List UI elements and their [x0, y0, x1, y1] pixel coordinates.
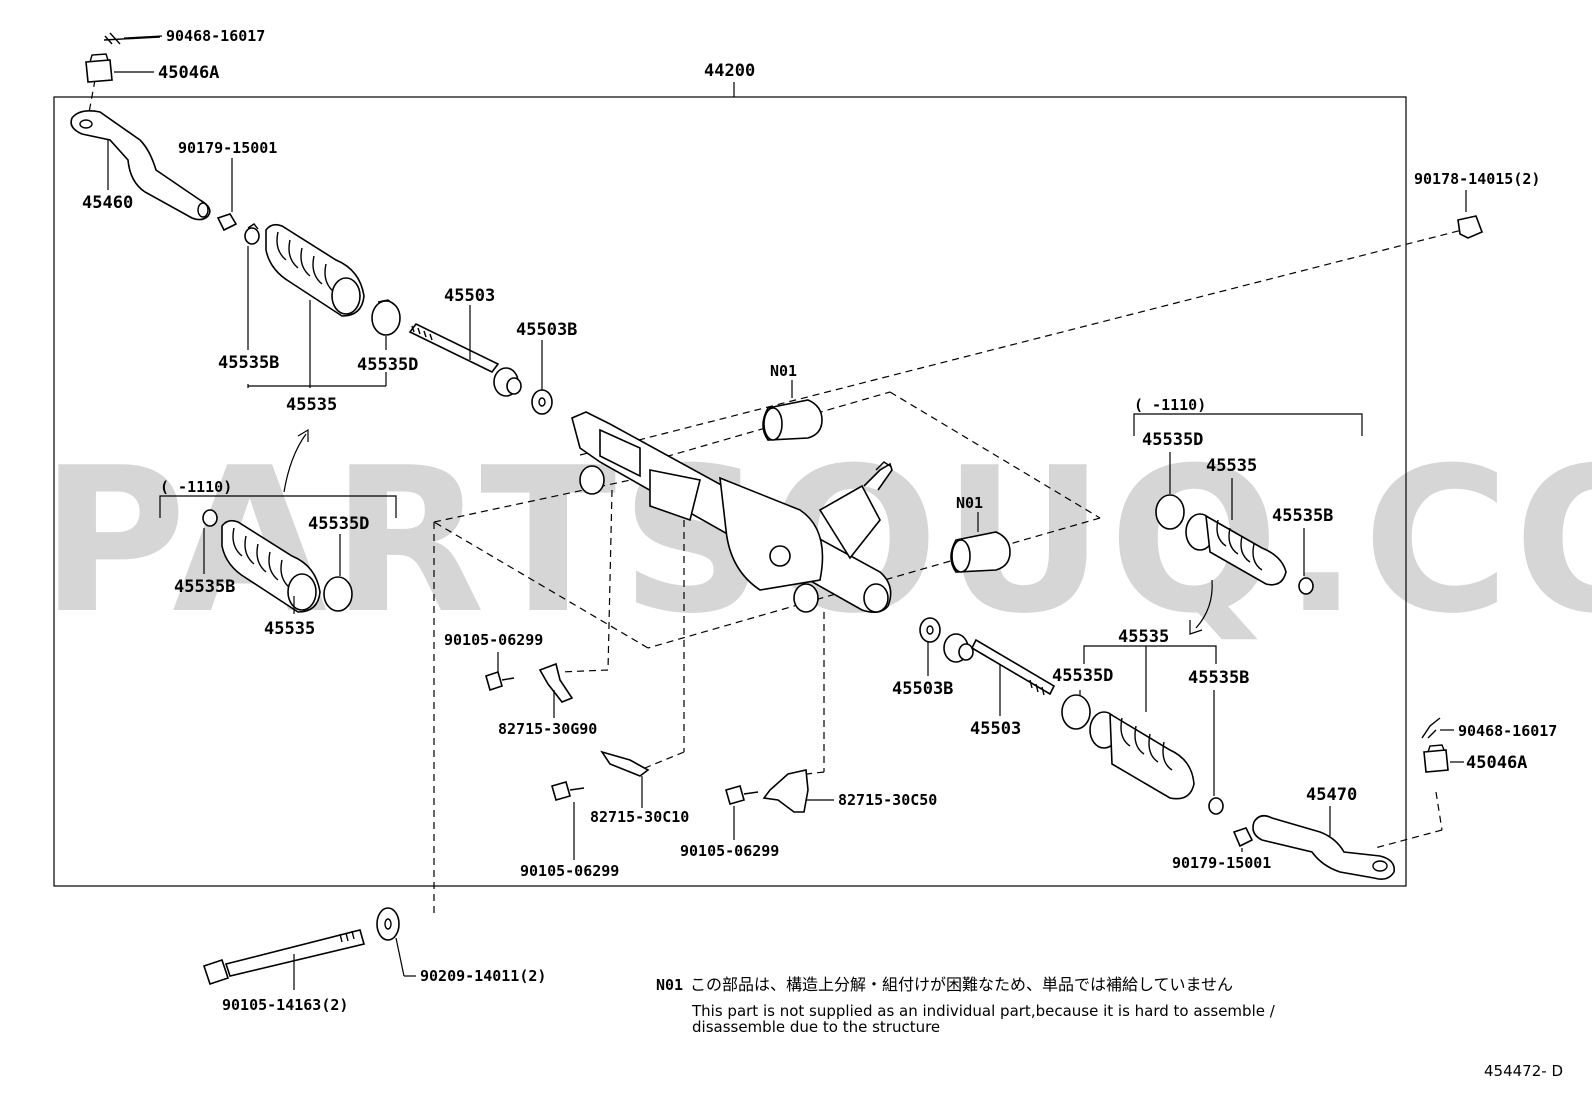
label-45535-top[interactable]: 45535 — [286, 395, 337, 415]
bolt-90105-14163[interactable] — [202, 929, 365, 986]
bracket-82715-30c50[interactable] — [762, 769, 809, 813]
boot-45535-bottom[interactable] — [1089, 711, 1195, 800]
bushing-n01-upper[interactable] — [762, 399, 823, 441]
label-90105-06299-c[interactable]: 90105-06299 — [680, 842, 779, 860]
label-90105-14163[interactable]: 90105-14163(2) — [222, 996, 348, 1014]
rack-end-45503-top[interactable] — [408, 322, 522, 397]
label-45535d-bottom[interactable]: 45535D — [1052, 666, 1113, 686]
bolt-90105-a[interactable] — [485, 670, 515, 692]
label-82715-30c10[interactable]: 82715-30C10 — [590, 808, 689, 826]
clamp-45535b-right[interactable] — [1298, 577, 1314, 595]
label-90209-14011[interactable]: 90209-14011(2) — [420, 967, 546, 985]
assembly-frame — [53, 96, 1407, 887]
label-90468-16017-bottom[interactable]: 90468-16017 — [1458, 722, 1557, 740]
nut-90179-bottom[interactable] — [1232, 827, 1254, 848]
label-45503b-bottom[interactable]: 45503B — [892, 679, 953, 699]
label-45535b-right[interactable]: 45535B — [1272, 506, 1333, 526]
note-japanese: この部品は、構造上分解・組付けが困難なため、単品では補給していません — [690, 975, 1233, 994]
note-english-line2: disassemble due to the structure — [692, 1018, 940, 1036]
clamp-45535d-top[interactable] — [371, 299, 401, 336]
label-45535b-bottom[interactable]: 45535B — [1188, 668, 1249, 688]
label-n01-upper[interactable]: N01 — [770, 362, 797, 380]
label-45535d-top[interactable]: 45535D — [357, 355, 418, 375]
label-90468-16017-top[interactable]: 90468-16017 — [166, 27, 265, 45]
label-45535-right[interactable]: 45535 — [1206, 456, 1257, 476]
washer-45503b-top[interactable] — [531, 389, 553, 415]
nut-90179-top[interactable] — [216, 213, 238, 232]
clip-90468-top[interactable] — [103, 32, 161, 45]
label-90105-06299-b[interactable]: 90105-06299 — [520, 862, 619, 880]
label-45046a-bottom[interactable]: 45046A — [1466, 753, 1527, 773]
clamp-45535d-bottom[interactable] — [1061, 694, 1091, 730]
note-code: N01 — [656, 976, 683, 994]
label-45470[interactable]: 45470 — [1306, 785, 1357, 805]
label-45046a-top[interactable]: 45046A — [158, 63, 219, 83]
clamp-45535b-left[interactable] — [202, 509, 218, 527]
clamp-45535d-right[interactable] — [1155, 494, 1185, 530]
label-range-right[interactable]: ( -1110) — [1134, 396, 1206, 414]
boot-45535-top[interactable] — [265, 223, 365, 317]
label-45503b-top[interactable]: 45503B — [516, 320, 577, 340]
bracket-82715-30g90[interactable] — [538, 662, 574, 703]
note-english-line1: This part is not supplied as an individu… — [691, 1002, 1276, 1020]
label-45503-top[interactable]: 45503 — [444, 286, 495, 306]
label-45535-bottom[interactable]: 45535 — [1118, 627, 1169, 647]
label-90179-15001-top[interactable]: 90179-15001 — [178, 139, 277, 157]
nut-90178[interactable] — [1457, 215, 1484, 239]
washer-90209[interactable] — [376, 907, 400, 941]
clamp-45535b-top[interactable] — [244, 223, 260, 245]
label-82715-30c50[interactable]: 82715-30C50 — [838, 791, 937, 809]
label-45460[interactable]: 45460 — [82, 193, 133, 213]
clip-90468-bottom[interactable] — [1421, 717, 1441, 739]
label-45535b-left[interactable]: 45535B — [174, 577, 235, 597]
clamp-45535b-bottom[interactable] — [1208, 797, 1224, 815]
label-n01-lower[interactable]: N01 — [956, 494, 983, 512]
washer-45503b-bottom[interactable] — [919, 617, 941, 643]
castle-nut-45046a-top[interactable] — [85, 53, 113, 83]
label-90105-06299-a[interactable]: 90105-06299 — [444, 631, 543, 649]
castle-nut-45046a-bottom[interactable] — [1423, 744, 1449, 773]
label-range-left[interactable]: ( -1110) — [160, 478, 232, 496]
rack-end-45503-bottom[interactable] — [943, 633, 1056, 696]
bracket-82715-30c10[interactable] — [600, 750, 650, 777]
tie-rod-end-45460[interactable] — [70, 110, 211, 221]
label-44200[interactable]: 44200 — [704, 61, 755, 81]
steering-gear-housing-44200[interactable] — [571, 411, 893, 614]
label-82715-30g90[interactable]: 82715-30G90 — [498, 720, 597, 738]
label-45535b-top[interactable]: 45535B — [218, 353, 279, 373]
boot-45535-left[interactable] — [221, 519, 321, 613]
tie-rod-end-45470[interactable] — [1252, 814, 1396, 880]
figure-reference: 454472- D — [1484, 1062, 1563, 1080]
bushing-n01-lower[interactable] — [950, 531, 1011, 573]
label-45503-bottom[interactable]: 45503 — [970, 719, 1021, 739]
label-45535-left[interactable]: 45535 — [264, 619, 315, 639]
boot-45535-right[interactable] — [1185, 513, 1287, 586]
label-45535d-right[interactable]: 45535D — [1142, 430, 1203, 450]
bolt-90105-c[interactable] — [725, 785, 759, 805]
bolt-90105-b[interactable] — [551, 781, 585, 801]
label-90178-14015[interactable]: 90178-14015(2) — [1414, 170, 1540, 188]
label-45535d-left[interactable]: 45535D — [308, 514, 369, 534]
label-90179-15001-bottom[interactable]: 90179-15001 — [1172, 854, 1271, 872]
clamp-45535d-left[interactable] — [323, 576, 353, 612]
